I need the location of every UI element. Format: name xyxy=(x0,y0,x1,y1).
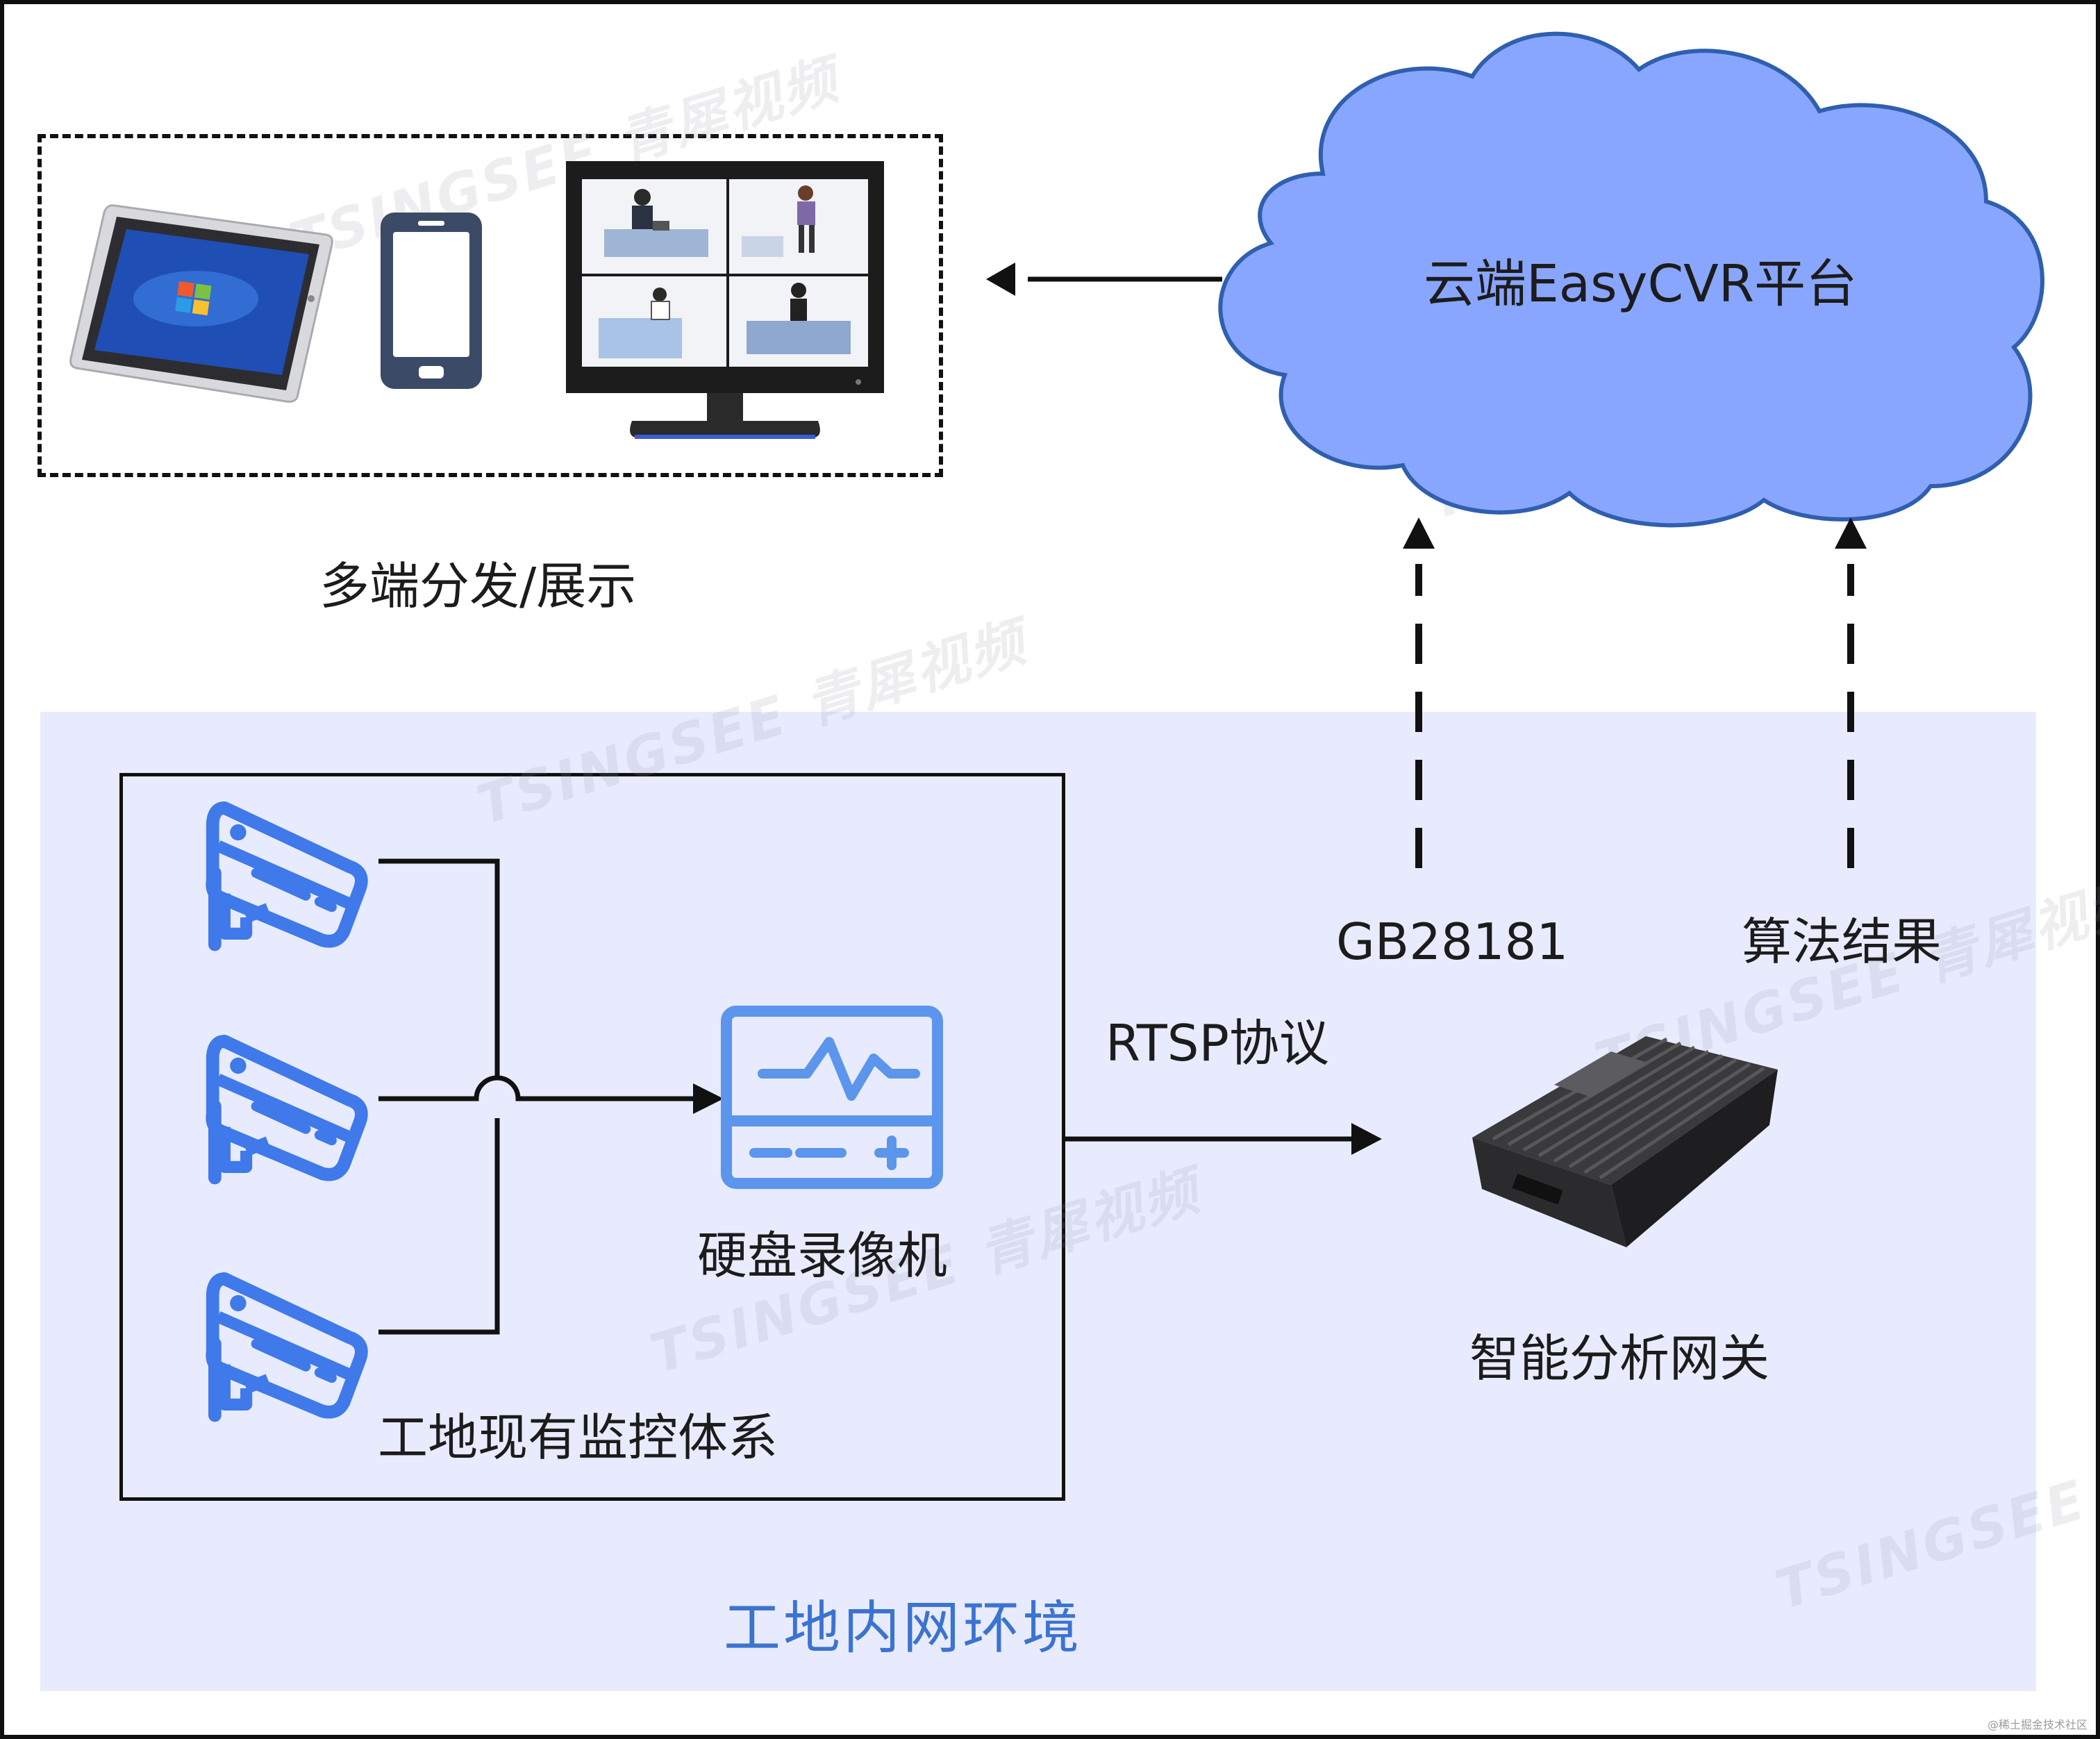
smartphone-icon xyxy=(381,213,482,389)
distribution-arrow xyxy=(986,263,1222,296)
nvr-label: 硬盘录像机 xyxy=(697,1226,948,1285)
display-label: 多端分发/展示 xyxy=(319,557,637,615)
lan-environment-label: 工地内网环境 xyxy=(724,1595,1083,1661)
gateway-device-icon xyxy=(1472,1036,1778,1247)
security-camera-icon xyxy=(212,808,362,945)
camera-wiring xyxy=(378,858,694,1335)
monitoring-system-box xyxy=(119,773,1065,1501)
gateway-label: 智能分析网关 xyxy=(1469,1329,1770,1388)
rtsp-arrow xyxy=(1065,1123,1382,1155)
credit-text: @稀土掘金技术社区 xyxy=(1988,1718,2088,1731)
display-devices-box xyxy=(38,134,943,477)
algorithm-result-label: 算法结果 xyxy=(1742,913,1942,971)
gb28181-uplink-arrow xyxy=(1403,517,1435,868)
security-camera-icon xyxy=(212,1041,362,1178)
rtsp-protocol-label: RTSP协议 xyxy=(1106,1014,1329,1072)
tablet-icon xyxy=(69,204,333,403)
camera-to-nvr-arrowhead xyxy=(693,1083,724,1114)
lan-region xyxy=(40,712,2036,1691)
monitoring-system-label: 工地现有监控体系 xyxy=(378,1408,778,1467)
monitor-icon xyxy=(566,161,884,439)
gb28181-label: GB28181 xyxy=(1336,913,1569,971)
security-camera-icon xyxy=(212,1279,362,1415)
nvr-icon xyxy=(721,1006,943,1189)
cloud-icon xyxy=(1218,31,2044,528)
algorithm-result-uplink-arrow xyxy=(1835,517,1867,868)
cloud-platform-label: 云端EasyCVR平台 xyxy=(1424,254,1858,314)
